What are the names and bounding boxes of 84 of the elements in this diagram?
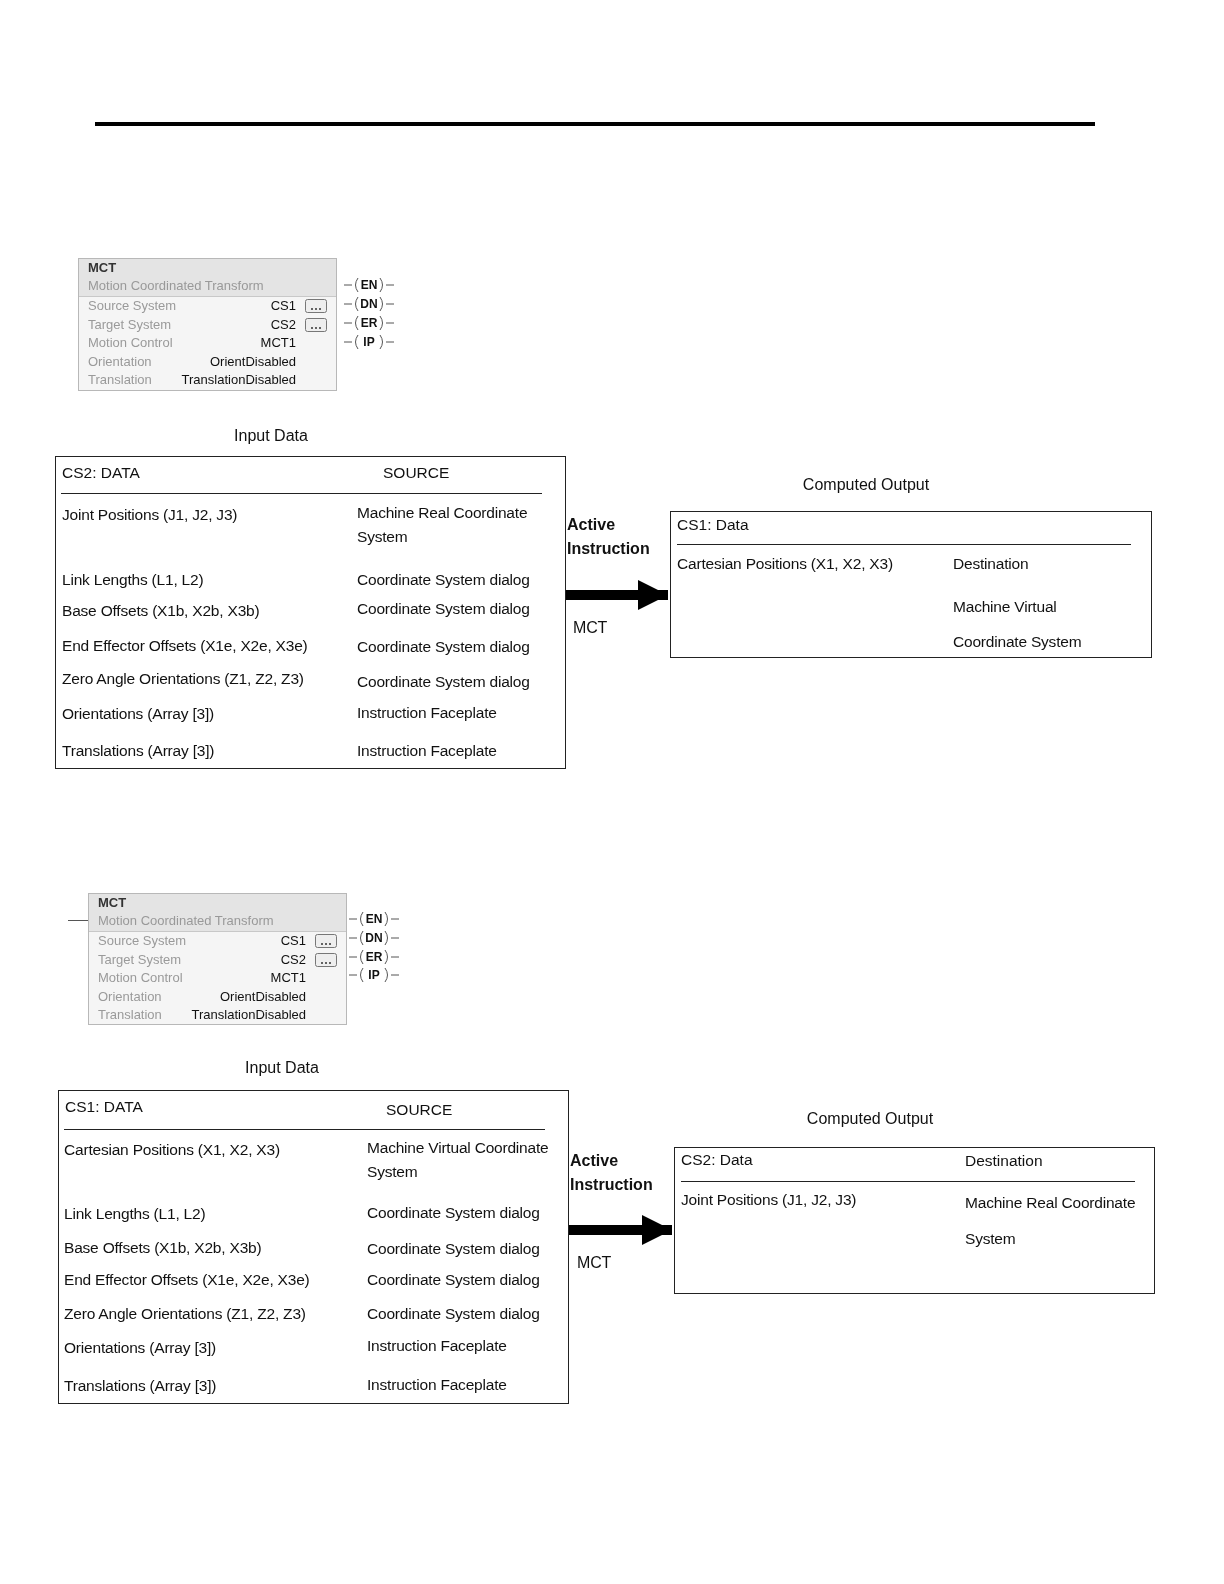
output-coil: ER: [344, 315, 394, 331]
table-cell-text: Joint Positions (J1, J2, J3): [681, 1190, 857, 1210]
instruction-name: MCT: [88, 259, 117, 277]
parameter-name: Target System: [98, 950, 182, 969]
table-cell-text: Instruction Faceplate: [367, 1375, 507, 1395]
parameter-name: Orientation: [98, 987, 162, 1006]
parameter-name: Orientation: [88, 352, 152, 371]
parameter-name: Target System: [88, 315, 172, 334]
table-cell-text: Cartesian Positions (X1, X2, X3): [64, 1140, 280, 1160]
column-header: CS1: Data: [677, 515, 749, 535]
table-caption: Computed Output: [802, 475, 930, 495]
table-caption: Computed Output: [806, 1109, 934, 1129]
output-coil: EN: [344, 277, 394, 293]
table-cell-text: Coordinate System dialog: [357, 637, 530, 657]
table-cell-text: Translations (Array [3]): [62, 741, 215, 761]
parameter-value: OrientDisabled: [220, 987, 306, 1006]
table-cell-text: Base Offsets (X1b, X2b, X3b): [62, 601, 260, 621]
parameter-name: Motion Control: [98, 969, 183, 988]
instruction-description: Motion Coordinated Transform: [98, 912, 274, 930]
column-header: SOURCE: [383, 463, 450, 483]
parameter-name: Motion Control: [88, 334, 173, 353]
table-cell-text: Destination: [953, 554, 1029, 574]
table-cell-text: Cartesian Positions (X1, X2, X3): [677, 554, 893, 574]
column-header: CS2: Data: [681, 1150, 753, 1170]
instruction-block: [88, 893, 347, 1025]
table-cell-text: Instruction Faceplate: [367, 1336, 507, 1356]
table-cell-text: Translations (Array [3]): [64, 1376, 217, 1396]
table-cell-text: End Effector Offsets (X1e, X2e, X3e): [64, 1270, 310, 1290]
table-cell-text: Coordinate System dialog: [357, 672, 530, 692]
table-cell-text: Orientations (Array [3]): [64, 1338, 216, 1358]
output-coil: IP: [344, 334, 394, 350]
table-cell-text: Machine Real Coordinate System: [965, 1193, 1137, 1249]
arrow: [566, 580, 668, 610]
parameter-value: CS1: [280, 932, 306, 950]
table-cell-text: Link Lengths (L1, L2): [64, 1204, 206, 1224]
table-cell-text: Coordinate System dialog: [367, 1239, 540, 1259]
parameter-value: OrientDisabled: [210, 352, 296, 371]
edge-label: Active Instruction: [567, 515, 651, 559]
parameter-value: CS1: [270, 297, 296, 315]
column-header: Destination: [965, 1151, 1043, 1171]
table-cell-text: Coordinate System dialog: [367, 1304, 540, 1324]
arrow: [569, 1215, 672, 1245]
instruction-block: [78, 258, 337, 391]
output-coil: EN: [349, 911, 399, 927]
table-cell-text: Orientations (Array [3]): [62, 704, 214, 724]
output-coil: DN: [344, 296, 394, 312]
parameter-name: Source System: [98, 932, 187, 950]
parameter-name: Source System: [88, 297, 177, 315]
table-cell-text: Zero Angle Orientations (Z1, Z2, Z3): [64, 1304, 306, 1324]
table-cell-text: Base Offsets (X1b, X2b, X3b): [64, 1238, 262, 1258]
table-cell-text: Coordinate System dialog: [357, 599, 530, 619]
parameter-value: MCT1: [270, 969, 306, 988]
column-header: SOURCE: [386, 1100, 453, 1120]
column-header: CS1: DATA: [65, 1097, 143, 1117]
table-cell-text: Instruction Faceplate: [357, 741, 497, 761]
parameter-value: TranslationDisabled: [191, 1006, 306, 1025]
instruction-name: MCT: [98, 894, 127, 912]
parameter-name: Translation: [98, 1006, 162, 1025]
table-cell-text: Coordinate System dialog: [367, 1270, 540, 1290]
instruction-description: Motion Coordinated Transform: [88, 277, 264, 295]
parameter-name: Translation: [88, 371, 152, 390]
table-caption: Input Data: [245, 1058, 319, 1078]
table-cell-text: Instruction Faceplate: [357, 703, 497, 723]
table-cell-text: Zero Angle Orientations (Z1, Z2, Z3): [62, 669, 304, 689]
table-cell-text: Coordinate System dialog: [367, 1203, 540, 1223]
table-cell-text: End Effector Offsets (X1e, X2e, X3e): [62, 636, 308, 656]
column-header: CS2: DATA: [62, 463, 140, 483]
table-cell-text: Link Lengths (L1, L2): [62, 570, 204, 590]
table-cell-text: Machine Real Coordinate System: [357, 503, 529, 547]
output-coil: IP: [349, 967, 399, 983]
edge-label: Active Instruction: [570, 1151, 654, 1195]
parameter-value: MCT1: [260, 334, 296, 353]
output-coil: ER: [349, 949, 399, 965]
table-cell-text: Machine Virtual Coordinate System: [953, 597, 1083, 652]
parameter-value: CS2: [280, 950, 306, 969]
instruction-label: MCT: [577, 1253, 612, 1273]
instruction-label: MCT: [573, 618, 608, 638]
table-cell-text: Machine Virtual Coordinate System: [367, 1138, 550, 1182]
output-coil: DN: [349, 930, 399, 946]
parameter-value: TranslationDisabled: [181, 371, 296, 390]
table-caption: Input Data: [234, 426, 308, 446]
table-cell-text: Joint Positions (J1, J2, J3): [62, 505, 238, 525]
parameter-value: CS2: [270, 315, 296, 334]
table-cell-text: Coordinate System dialog: [357, 570, 530, 590]
